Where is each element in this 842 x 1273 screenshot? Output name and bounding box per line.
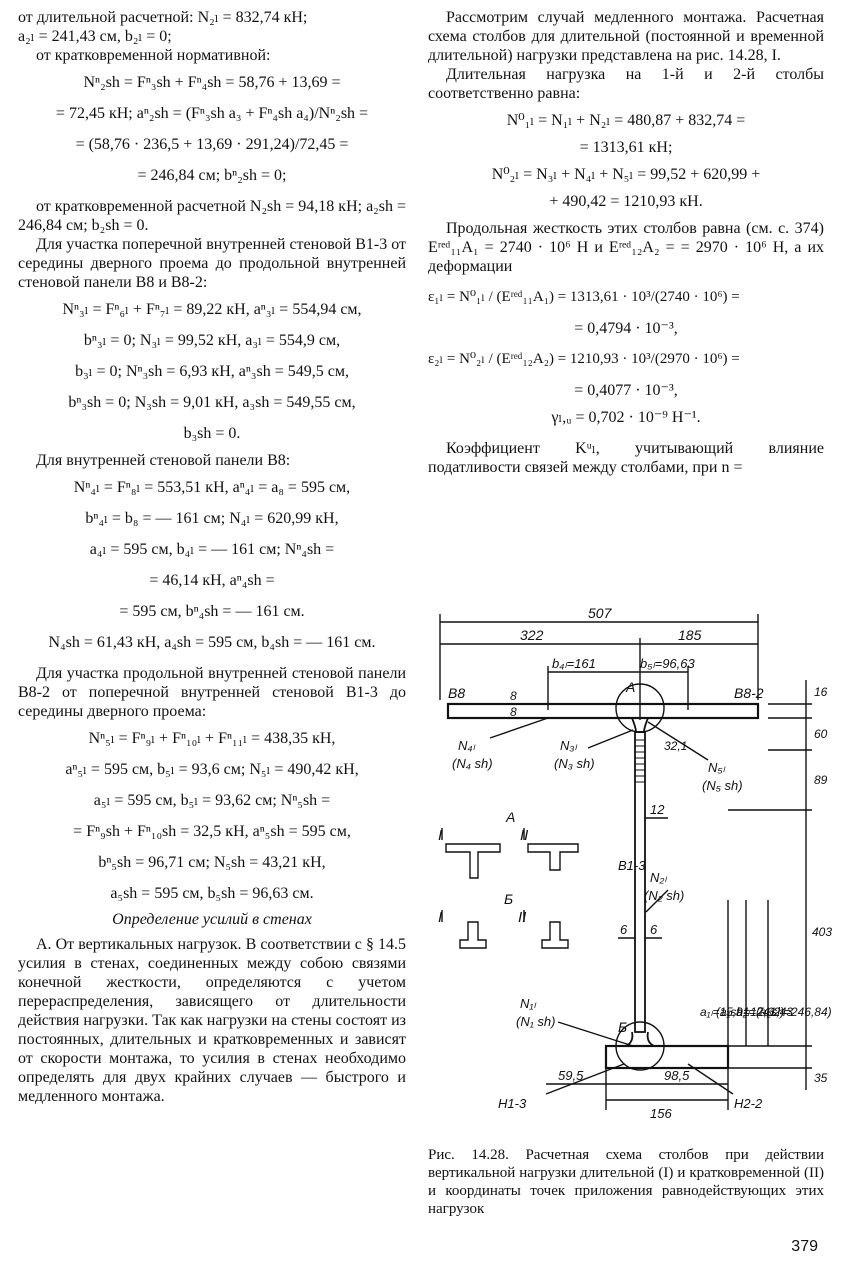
force-label: N₃ₗ [560, 738, 578, 753]
coord-label: (a₁sh=17,62) [716, 1005, 784, 1019]
dim-label: b₄ₗ=161 [552, 656, 596, 671]
equation: N₄sh = 61,43 кН, a₄sh = 595 см, b₄sh = —… [48, 634, 376, 651]
equation: = 1313,61 кН; [579, 139, 673, 156]
dim-label: 8 [510, 705, 517, 719]
structural-diagram: 507 322 185 b₄ₗ=161 b₅ₗ=96,63 В8 В8-2 А … [438, 605, 832, 1121]
dim-label: 59,5 [558, 1068, 584, 1083]
joint-hatch [635, 739, 645, 783]
equation: Nⁿ₅ₗ = Fⁿ₉ₗ + Fⁿ₁₀ₗ + Fⁿ₁₁ₗ = 438,35 кН, [88, 730, 336, 747]
text-line: от кратковременной нормативной: [36, 47, 271, 64]
equation: Nⁿ₂sh = Fⁿ₃sh + Fⁿ₄sh = 58,76 + 13,69 = [83, 74, 341, 91]
dim-label: b₅ₗ=96,63 [640, 656, 696, 671]
paragraph: Для участка продольной внутренней стенов… [18, 665, 406, 720]
dim-label: 89 [814, 773, 828, 787]
paragraph: Рассмотрим случай медленного монтажа. Ра… [428, 9, 824, 64]
dim-label: 156 [650, 1106, 672, 1121]
panel-label: В1-3 [618, 858, 646, 873]
force-label: (N₅ sh) [702, 778, 743, 793]
dim-label: 60 [814, 727, 828, 741]
equation: = 246,84 см; bⁿ₂sh = 0; [137, 167, 287, 184]
dim-label: 98,5 [664, 1068, 690, 1083]
equation: = 0,4794 · 10⁻³, [574, 320, 678, 337]
equation: Nⁿ₃ₗ = Fⁿ₆ₗ + Fⁿ₇ₗ = 89,22 кН, aⁿ₃ₗ = 55… [62, 301, 362, 318]
paragraph: от кратковременной расчетной N₂sh = 94,1… [18, 198, 406, 234]
equation: ε₁ₗ = N⁰₁ₗ / (Eʳᵉᵈ₁₁A₁) = 1313,61 · 10³/… [428, 289, 740, 305]
dim-label: 6 [650, 922, 658, 937]
force-label: N₄ₗ [458, 738, 476, 753]
figure-caption-block: Рис. 14.28. Расчетная схема столбов при … [428, 1146, 824, 1218]
section-label: II [518, 909, 526, 926]
equation: = (58,76 · 236,5 + 13,69 · 291,24)/72,45… [75, 136, 349, 153]
dim-label: 6 [620, 922, 628, 937]
equation: a₅sh = 595 см, b₅sh = 96,63 см. [110, 885, 314, 902]
dim-label: 8 [510, 689, 517, 703]
equation: ε₂ₗ = N⁰₂ₗ / (Eʳᵉᵈ₁₂A₂) = 1210,93 · 10³/… [428, 351, 740, 367]
equation: + 490,42 = 1210,93 кН. [549, 193, 703, 210]
section-heading: Определение усилий в стенах [112, 911, 312, 928]
section-label: II [520, 827, 528, 844]
equation: = 72,45 кН; aⁿ₂sh = (Fⁿ₃sh a₃ + Fⁿ₄sh a₄… [55, 105, 369, 122]
dim-label: 32,1 [664, 739, 687, 753]
panel-label: Н1-3 [498, 1096, 527, 1111]
dim-label: 35 [814, 1071, 828, 1085]
equation: bⁿ₅sh = 96,71 см; N₅sh = 43,21 кН, [98, 854, 326, 871]
dim-label: 16 [814, 685, 828, 699]
section-label: А [505, 809, 515, 825]
dim-label: 322 [520, 627, 544, 643]
panel-label: Н2-2 [734, 1096, 763, 1111]
diagram-labels: 507 322 185 b₄ₗ=161 b₅ₗ=96,63 В8 В8-2 А … [438, 605, 832, 1121]
equation: a₄ₗ = 595 см, b₄ₗ = — 161 см; Nⁿ₄sh = [89, 541, 335, 558]
dim-label: 507 [588, 605, 613, 621]
paragraph: Продольная жесткость этих столбов равна … [428, 220, 824, 275]
text-line: от длительной расчетной: N₂ₗ = 832,74 кН… [18, 9, 308, 26]
equation: bⁿ₃sh = 0; N₃sh = 9,01 кН, a₃sh = 549,55… [68, 394, 356, 411]
force-label: N₅ₗ [708, 760, 726, 775]
diagram-lines [439, 614, 812, 1110]
figure-caption: Рис. 14.28. Расчетная схема столбов при … [428, 1147, 824, 1217]
page-number: 379 [791, 1238, 818, 1255]
panel-label: В8-2 [734, 685, 764, 701]
section-label: I [438, 827, 442, 844]
equation: b₃sh = 0. [183, 425, 241, 442]
equation: = 0,4077 · 10⁻³, [574, 382, 678, 399]
paragraph: Для участка поперечной внутренней стенов… [18, 236, 406, 291]
equation: Nⁿ₄ₗ = Fⁿ₈ₗ = 553,51 кН, aⁿ₄ₗ = a₈ = 595… [73, 479, 351, 496]
equation: b₃ₗ = 0; Nⁿ₃sh = 6,93 кН, aⁿ₃sh = 549,5 … [75, 363, 349, 380]
equation: N⁰₂ₗ = N₃ₗ + N₄ₗ + N₅ₗ = 99,52 + 620,99 … [491, 166, 761, 183]
force-label: (N₃ sh) [554, 756, 595, 771]
dim-label: 403 [812, 925, 832, 939]
equation: a₅ₗ = 595 см, b₅ₗ = 93,62 см; Nⁿ₅sh = [93, 792, 331, 809]
right-column: Рассмотрим случай медленного монтажа. Ра… [428, 8, 824, 477]
force-label: N₁ₗ [520, 996, 536, 1011]
equation: = 46,14 кН, aⁿ₄sh = [149, 572, 275, 589]
force-label: (N₂ sh) [644, 888, 684, 903]
force-label: (N₁ sh) [516, 1014, 556, 1029]
panel-label: В8 [448, 685, 465, 701]
equation: γₗ,ᵤ = 0,702 · 10⁻⁹ Н⁻¹. [551, 409, 701, 426]
text-line: a₂ₗ = 241,43 см, b₂ₗ = 0; [18, 28, 172, 45]
left-column: от длительной расчетной: N₂ₗ = 832,74 кН… [18, 8, 406, 1106]
equation: aⁿ₅ₗ = 595 см, b₅ₗ = 93,6 см; N₅ₗ = 490,… [65, 761, 359, 778]
equation: = Fⁿ₉sh + Fⁿ₁₀sh = 32,5 кН, aⁿ₅sh = 595 … [73, 823, 351, 840]
section-label: I [438, 909, 442, 926]
paragraph: Коэффициент Kᵘₗ, учитывающий влияние под… [428, 440, 824, 476]
equation: bⁿ₄ₗ = b₈ = — 161 см; N₄ₗ = 620,99 кН, [85, 510, 339, 527]
force-label: N₂ₗ [650, 870, 667, 885]
equation: N⁰₁ₗ = N₁ₗ + N₂ₗ = 480,87 + 832,74 = [506, 112, 746, 129]
coord-label: a₁ₗ=15,91 [700, 1005, 750, 1019]
point-label: Б [618, 1019, 627, 1035]
coord-label: (a₂sh=246,84) [756, 1005, 832, 1019]
paragraph: А. От вертикальных нагрузок. В соответст… [18, 936, 406, 1105]
equation: bⁿ₃ₗ = 0; N₃ₗ = 99,52 кН, a₃ₗ = 554,9 см… [83, 332, 341, 349]
coord-label: a₂ₗ=241,43 [736, 1005, 793, 1019]
dim-label: 12 [650, 802, 665, 817]
equation: = 595 см, bⁿ₄sh = — 161 см. [119, 603, 305, 620]
paragraph: Длительная нагрузка на 1-й и 2-й столбы … [428, 66, 824, 102]
section-label: Б [504, 891, 513, 907]
dim-label: 185 [678, 627, 702, 643]
text-line: Для внутренней стеновой панели В8: [36, 452, 291, 469]
point-label: А [625, 679, 635, 695]
force-label: (N₄ sh) [452, 756, 493, 771]
